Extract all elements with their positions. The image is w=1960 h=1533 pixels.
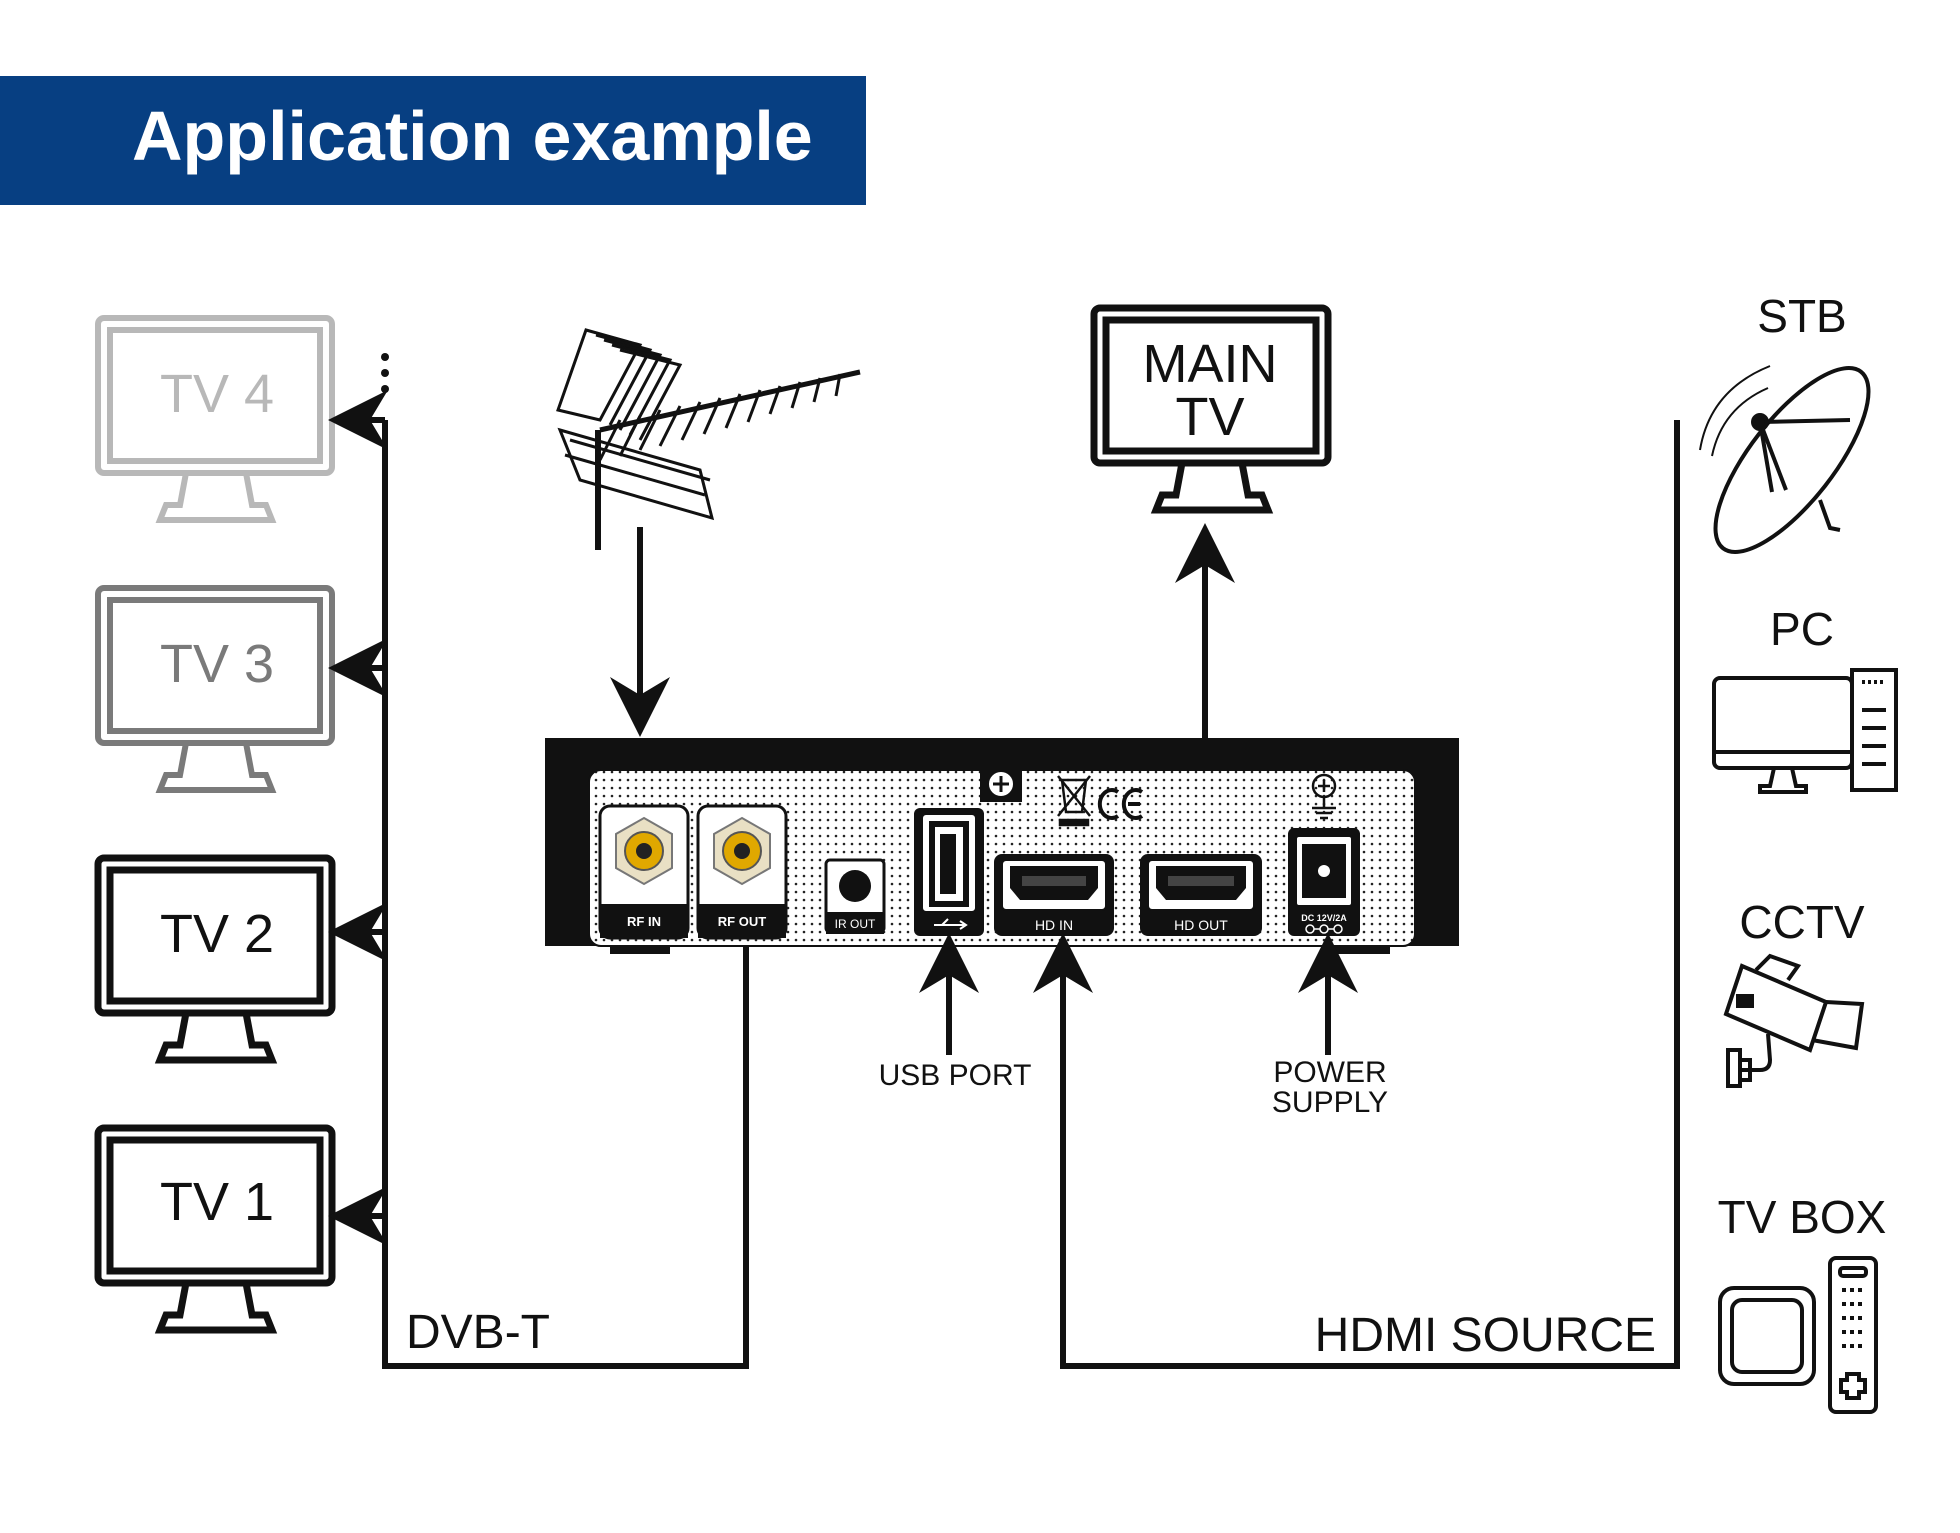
power-label-line1: POWER <box>1273 1056 1386 1089</box>
ir-out-label: IR OUT <box>835 917 876 931</box>
rf-out-port: RF OUT <box>696 804 788 940</box>
tv-3-label: TV 3 <box>160 634 274 694</box>
ce-mark-icon <box>1097 788 1144 820</box>
usb-symbol-icon <box>934 918 968 930</box>
usb-port-label: USB PORT <box>879 1059 1032 1092</box>
title-banner: Application example <box>0 76 866 205</box>
ground-symbol-icon <box>1311 773 1337 820</box>
page-title: Application example <box>132 97 813 175</box>
hd-out-port: HD OUT <box>1140 854 1262 936</box>
hdmi-source-cable <box>1033 420 1680 1369</box>
usb-port <box>914 808 984 936</box>
tv-1-label: TV 1 <box>160 1172 274 1232</box>
hd-out-label: HD OUT <box>1174 917 1228 933</box>
tv-3: TV 3 <box>95 585 335 793</box>
cctv-camera-icon <box>1723 953 1865 1088</box>
dvb-t-label: DVB-T <box>406 1306 550 1359</box>
rf-in-port: RF IN <box>598 804 690 940</box>
antenna-icon <box>556 328 861 550</box>
hd-in-port: HD IN <box>994 854 1114 936</box>
satellite-dish-icon <box>1699 365 1871 554</box>
more-tvs-ellipsis <box>381 353 389 393</box>
ir-out-port: IR OUT <box>824 858 886 934</box>
tv-box-icon <box>1718 1256 1878 1414</box>
stb-label: STB <box>1757 290 1846 342</box>
tv-2-label: TV 2 <box>160 904 274 964</box>
receiver-back-panel: RF IN RF OUT IR OUT <box>545 738 1459 954</box>
tv-2: TV 2 <box>94 854 336 1064</box>
pc-label: PC <box>1770 603 1834 655</box>
rf-in-label: RF IN <box>627 914 661 929</box>
screw-icon <box>980 766 1022 802</box>
tv-4-label: TV 4 <box>160 364 274 424</box>
cctv-label: CCTV <box>1739 896 1865 948</box>
hd-in-label: HD IN <box>1035 917 1073 933</box>
dvb-t-cable <box>328 390 749 1369</box>
tv-1: TV 1 <box>94 1124 336 1334</box>
tv-4: TV 4 <box>95 315 335 523</box>
tv-box-label: TV BOX <box>1718 1191 1887 1243</box>
rf-out-label: RF OUT <box>718 914 766 929</box>
dc-label: DC 12V/2A <box>1301 913 1347 923</box>
power-label-line2: SUPPLY <box>1272 1086 1388 1119</box>
hdmi-source-label: HDMI SOURCE <box>1315 1309 1656 1362</box>
main-tv-label-line2: TV <box>1175 387 1244 447</box>
weee-bin-icon <box>1057 775 1091 827</box>
main-tv: MAIN TV <box>1090 304 1332 514</box>
main-tv-label-line1: MAIN <box>1143 334 1278 394</box>
pc-icon <box>1712 668 1898 794</box>
dc-power-port: DC 12V/2A <box>1288 828 1360 936</box>
